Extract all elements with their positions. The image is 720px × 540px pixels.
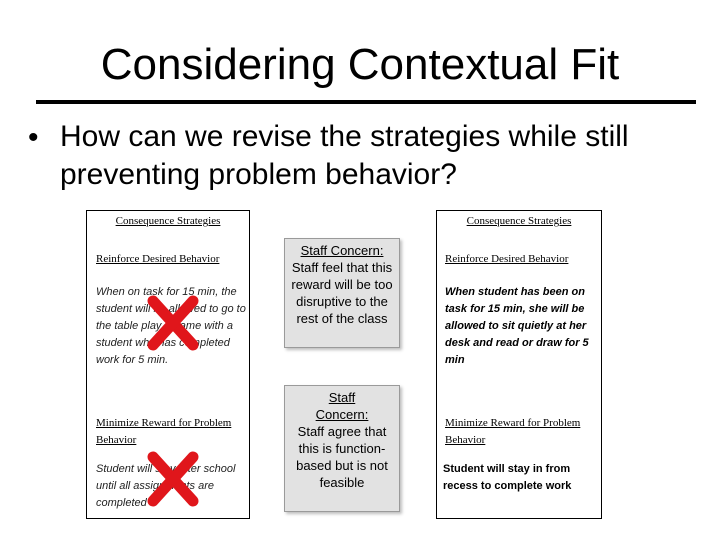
left-strategy-panel: Consequence Strategies Reinforce Desired… [86, 210, 250, 519]
bullet-text: How can we revise the strategies while s… [60, 120, 629, 191]
right-strategy-panel: Consequence Strategies Reinforce Desired… [436, 210, 602, 519]
title-underline [36, 100, 696, 104]
right-reinforce-text: When student has been on task for 15 min… [445, 286, 589, 366]
staff-concern-text: Staff agree that this is function-based … [296, 424, 388, 490]
staff-concern-title: Staff Concern: [300, 243, 384, 258]
staff-concern-box-2: Staff Concern: Staff agree that this is … [284, 385, 400, 512]
red-x-icon [147, 451, 199, 507]
staff-concern-text: Staff feel that this reward will be too … [291, 260, 393, 326]
right-minimize-heading: Minimize Reward for Problem Behavior [445, 417, 581, 446]
left-reinforce-heading: Reinforce Desired Behavior [96, 253, 220, 265]
left-minimize-heading: Minimize Reward for Problem Behavior [96, 417, 232, 446]
staff-concern-title: Staff Concern: [315, 390, 369, 422]
left-reinforce-text: When on task for 15 min, the student wil… [96, 286, 246, 366]
left-panel-header: Consequence Strategies [115, 215, 221, 227]
right-minimize-text: Student will stay in from recess to comp… [443, 463, 572, 492]
slide-title: Considering Contextual Fit [100, 40, 620, 89]
right-reinforce-heading: Reinforce Desired Behavior [445, 253, 569, 265]
right-panel-header: Consequence Strategies [466, 215, 572, 227]
red-x-icon [147, 295, 199, 351]
bullet-marker: • [28, 121, 39, 154]
staff-concern-box-1: Staff Concern: Staff feel that this rewa… [284, 238, 400, 348]
